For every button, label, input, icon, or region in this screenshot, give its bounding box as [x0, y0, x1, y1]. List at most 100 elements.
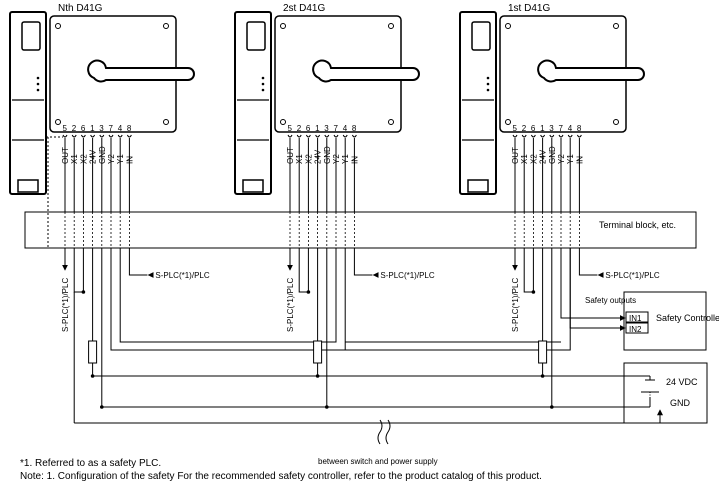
note: Note: 1. Configuration of the safety For… [20, 471, 542, 482]
pin-terminal [71, 134, 77, 138]
switch-1: Nth D41G5OUT2X16X2124V3GND7Y24Y18IN [9, 3, 195, 248]
power-vdc: 24 VDC [666, 377, 698, 387]
x-link [73, 248, 84, 293]
fuse [313, 340, 323, 364]
splc-label-in: S-PLC(*1)/PLC [380, 271, 434, 280]
pin-number: 5 [513, 124, 518, 133]
pin-number: 6 [81, 124, 86, 133]
x-link [298, 248, 309, 293]
pin-number: 2 [72, 124, 77, 133]
splc-label-out: S-PLC(*1)/PLC [286, 278, 295, 332]
screw-icon [280, 23, 286, 29]
pin-terminal [342, 134, 348, 138]
pin-number: 7 [559, 124, 564, 133]
junction-dot [306, 290, 311, 294]
pin-number: 4 [568, 124, 573, 133]
pin-number: 7 [334, 124, 339, 133]
pin-terminal [333, 134, 339, 138]
in1-box [625, 311, 649, 323]
y1-to-in2 [569, 248, 624, 329]
pin-terminal [305, 134, 311, 138]
screw-icon [388, 119, 394, 125]
pin-terminal [126, 134, 132, 138]
pin-number: 2 [522, 124, 527, 133]
in-wire [578, 248, 598, 276]
pin-terminal [540, 134, 546, 138]
switch-key-slot [21, 21, 41, 51]
pin-number: 8 [127, 124, 132, 133]
pin-number: 8 [577, 124, 582, 133]
pin-terminal [530, 134, 536, 138]
pin-number: 5 [288, 124, 293, 133]
pin-number: 1 [540, 124, 545, 133]
pin-number: 8 [352, 124, 357, 133]
switch-2: 2st D41G5OUT2X16X2124V3GND7Y24Y18IN [234, 3, 420, 248]
in2-label: IN2 [629, 325, 642, 334]
pin-terminal [521, 134, 527, 138]
pin-number: 3 [99, 124, 104, 133]
pin-terminal [558, 134, 564, 138]
switch-body [234, 11, 272, 195]
pin-terminal [287, 134, 293, 138]
screw-icon [505, 23, 511, 29]
connector [242, 179, 264, 193]
terminal-block-label: Terminal block, etc. [599, 220, 676, 230]
screw-icon [55, 23, 61, 29]
pin-terminal [315, 134, 321, 138]
indicator-led [261, 76, 265, 80]
y2-to-in1 [560, 248, 624, 319]
door-handle [537, 59, 645, 83]
splc-label-in: S-PLC(*1)/PLC [155, 271, 209, 280]
pin-number: 6 [306, 124, 311, 133]
switch-title: Nth D41G [58, 3, 103, 14]
screw-icon [163, 23, 169, 29]
screw-icon [163, 119, 169, 125]
indicator-led [261, 82, 265, 86]
screw-icon [55, 119, 61, 125]
pin-number: 2 [297, 124, 302, 133]
splc-label-in: S-PLC(*1)/PLC [605, 271, 659, 280]
connector [467, 179, 489, 193]
pin-number: 3 [324, 124, 329, 133]
pin-terminal [549, 134, 555, 138]
controller-label: Safety Controller [656, 313, 719, 323]
pin-terminal [108, 134, 114, 138]
splc-label-out: S-PLC(*1)/PLC [511, 278, 520, 332]
pin-terminal [567, 134, 573, 138]
cable-break-symbol [377, 419, 391, 445]
junction-dot [531, 290, 536, 294]
pin-number: 3 [549, 124, 554, 133]
x-link [523, 248, 534, 293]
junction-dot [81, 290, 86, 294]
switch-title: 2st D41G [283, 3, 325, 14]
indicator-led [486, 76, 490, 80]
pin-terminal [117, 134, 123, 138]
pin-terminal [576, 134, 582, 138]
junction-dot [90, 374, 95, 378]
indicator-led [261, 88, 265, 92]
power-supply [623, 362, 708, 424]
pin-terminal [512, 134, 518, 138]
indicator-led [486, 88, 490, 92]
switch-title: 1st D41G [508, 3, 550, 14]
pin-terminal [62, 134, 68, 138]
pin-number: 4 [118, 124, 123, 133]
pin-number: 4 [343, 124, 348, 133]
pin-terminal [99, 134, 105, 138]
indicator-led [36, 82, 40, 86]
fuse [538, 340, 548, 364]
series-link [110, 248, 346, 351]
door-handle [87, 59, 195, 83]
splc-label-out: S-PLC(*1)/PLC [61, 278, 70, 332]
connector [17, 179, 39, 193]
door-handle [312, 59, 420, 83]
series-link [119, 248, 337, 343]
pin-number: 7 [109, 124, 114, 133]
screw-icon [388, 23, 394, 29]
safety-controller [623, 291, 707, 351]
switch-body [459, 11, 497, 195]
indicator-led [36, 76, 40, 80]
in2-box [625, 322, 649, 334]
pin-terminal [351, 134, 357, 138]
